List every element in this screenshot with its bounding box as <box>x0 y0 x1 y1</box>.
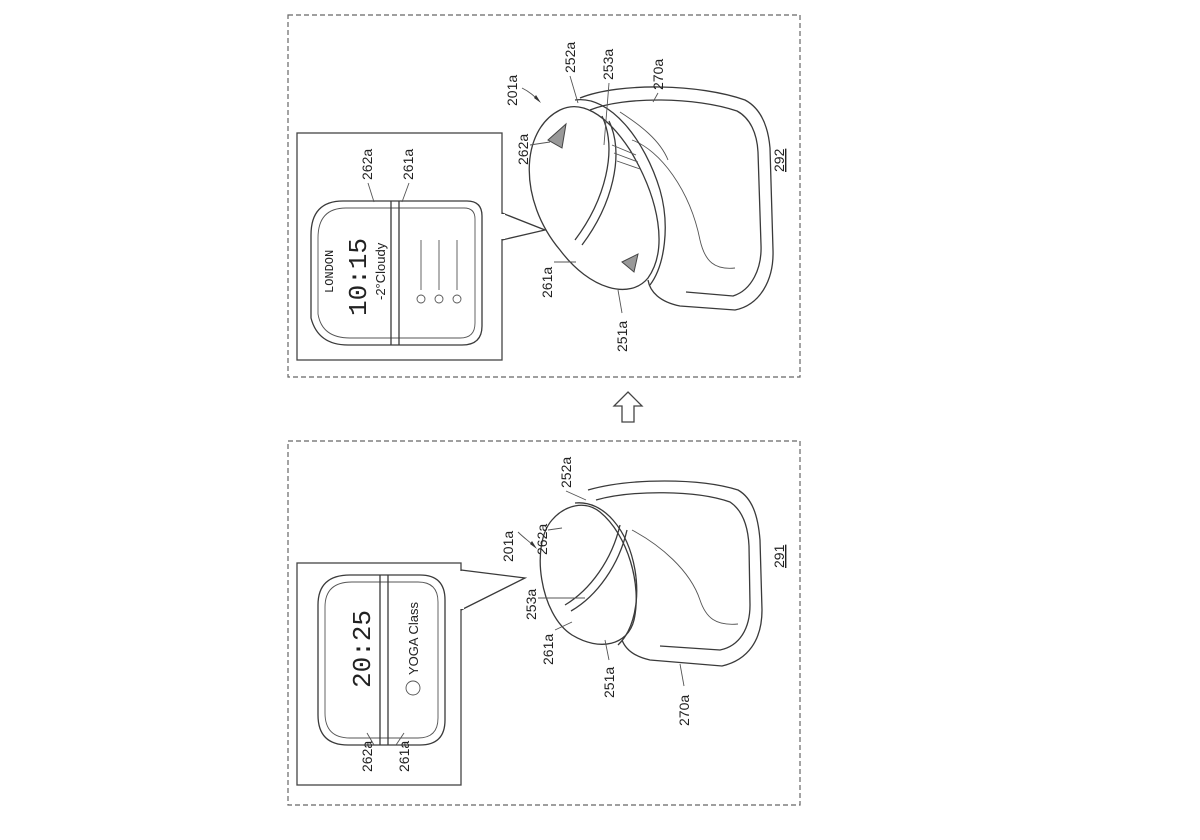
bottom-inset-time: 20:25 <box>348 610 378 688</box>
top-label-270a: 270a <box>650 59 666 90</box>
bottom-label-261a: 261a <box>540 634 556 665</box>
top-panel: LONDON 10:15 -2°Cloudy 262a 261a 201a 25… <box>287 14 801 378</box>
top-inset-weather: -2°Cloudy <box>373 242 388 300</box>
top-inset-time: 10:15 <box>344 238 374 316</box>
top-inset-city: LONDON <box>323 250 337 293</box>
top-inset-face <box>310 200 483 346</box>
top-inset-label-262a: 262a <box>359 149 375 180</box>
bottom-inset-label-261a: 261a <box>396 741 412 772</box>
bottom-device-head <box>539 502 638 646</box>
top-label-251a: 251a <box>614 321 630 352</box>
bottom-panel-ref: 291 <box>771 544 787 568</box>
top-inset-label-261a: 261a <box>400 149 416 180</box>
bottom-label-252a: 252a <box>558 457 574 488</box>
bottom-band <box>587 480 763 667</box>
bottom-label-201a: 201a <box>500 531 516 562</box>
bottom-inset-box <box>296 562 462 786</box>
top-label-252a: 252a <box>562 42 578 73</box>
bottom-inset-label-262a: 262a <box>359 741 375 772</box>
bottom-label-253a: 253a <box>523 589 539 620</box>
bottom-panel: 20:25 YOGA Class 262a 261a 201a 252a 262… <box>287 440 801 806</box>
top-label-261a: 261a <box>539 267 555 298</box>
top-device-head <box>528 99 666 291</box>
bottom-panel-frame <box>287 440 801 806</box>
top-panel-ref: 292 <box>771 148 787 172</box>
bottom-inset-callout <box>296 562 528 786</box>
transition-arrow <box>612 391 644 423</box>
top-panel-frame <box>287 14 801 378</box>
bottom-label-251a: 251a <box>601 667 617 698</box>
bottom-inset-event: YOGA Class <box>406 602 421 675</box>
bottom-inset-face <box>317 574 446 746</box>
top-band <box>579 86 774 311</box>
top-label-201a: 201a <box>504 75 520 106</box>
bottom-label-262a: 262a <box>534 524 550 555</box>
top-label-253a: 253a <box>600 49 616 80</box>
bottom-label-270a: 270a <box>676 695 692 726</box>
top-label-262a: 262a <box>515 134 531 165</box>
